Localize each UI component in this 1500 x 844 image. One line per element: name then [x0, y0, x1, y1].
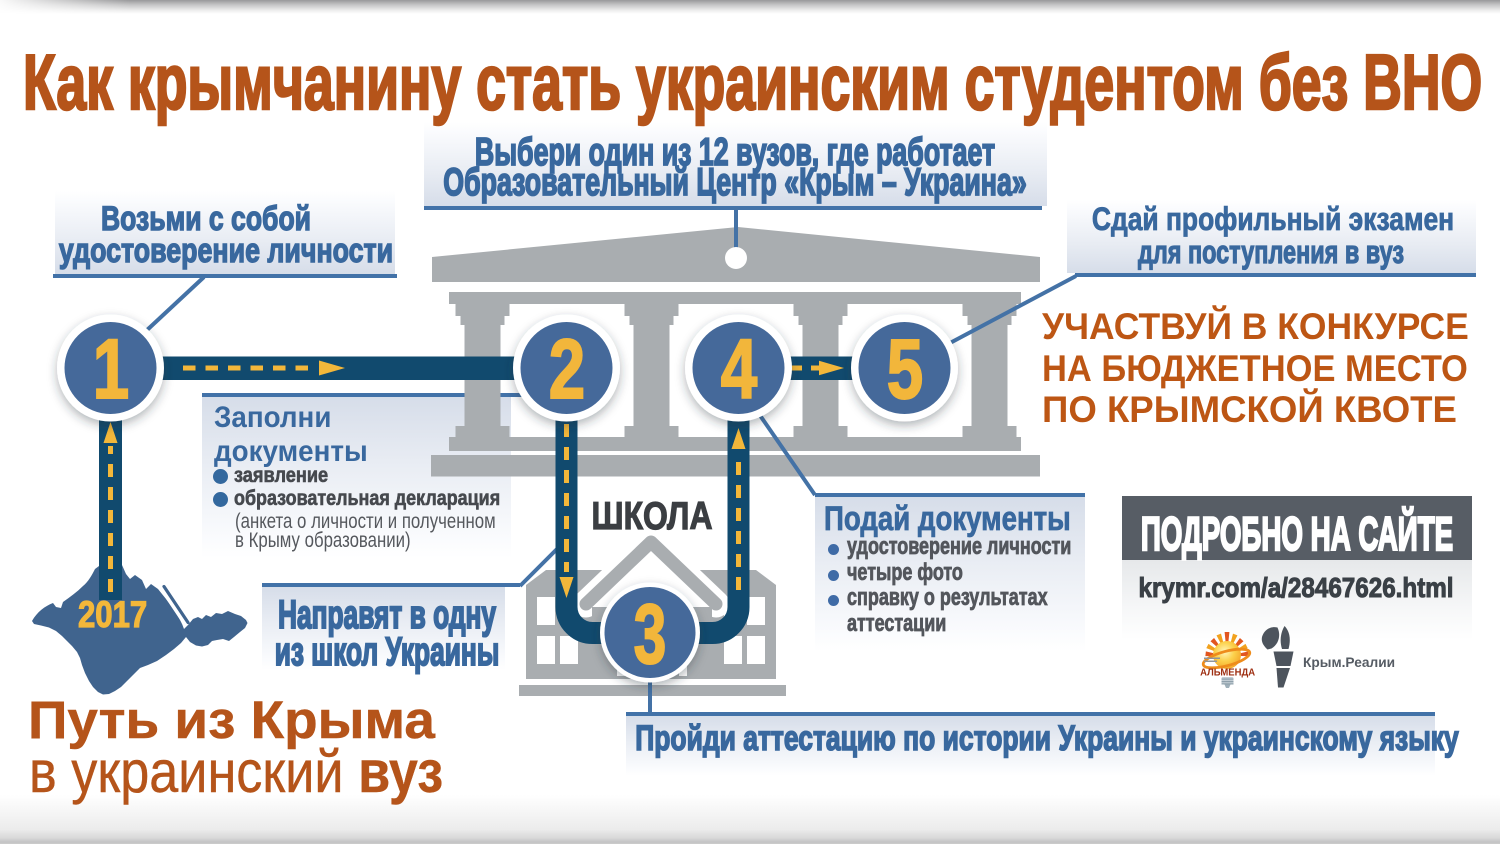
svg-text:АЛЬМЕНДА: АЛЬМЕНДА: [1200, 667, 1255, 678]
